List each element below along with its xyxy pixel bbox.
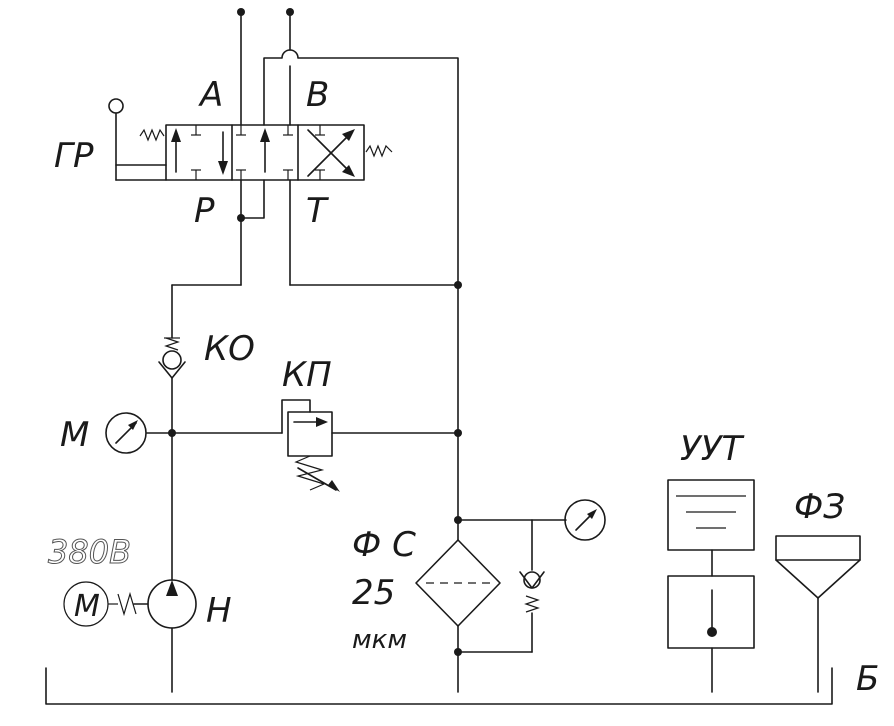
arrow-cross-icon [307, 133, 351, 177]
spring-icon [164, 337, 180, 351]
port-p-label: P [194, 191, 215, 231]
filter-label-line1: Ф С [352, 525, 416, 565]
filter [415, 499, 606, 627]
pressure-gauge [105, 412, 147, 454]
thermometer-body [667, 575, 755, 649]
junction-dots [168, 8, 462, 656]
motor-label: M [74, 589, 100, 624]
ball-icon [162, 350, 182, 370]
pump-label: Н [206, 591, 232, 631]
valve-label: ГР [54, 136, 94, 176]
labels: ГР A B P T КО КП M 380В M Н Ф С 25 мкм У… [48, 75, 880, 699]
relief-body [287, 411, 333, 457]
voltage-label: 380В [48, 533, 131, 571]
level-gauge [667, 479, 755, 649]
check-valve-label: КО [204, 329, 255, 369]
breather-filter [775, 535, 861, 599]
valve-body [165, 124, 365, 181]
breather-filter-label: ФЗ [794, 487, 845, 527]
filter-label-line3: мкм [352, 625, 407, 655]
pump-motor [63, 579, 197, 629]
gauge-icon [564, 499, 606, 541]
port-b-label: B [306, 75, 329, 115]
breather-icon [775, 535, 861, 599]
ball-icon [523, 571, 541, 589]
relief-valve [281, 399, 340, 492]
tank-label: Б [856, 659, 879, 699]
level-gauge-label: УУТ [680, 429, 744, 469]
filter-label-line2: 25 [352, 573, 395, 613]
filter-icon [415, 539, 501, 627]
spring-icon [139, 128, 165, 142]
spring-icon [365, 144, 393, 158]
gauge-icon [105, 412, 147, 454]
directional-valve [108, 98, 393, 181]
level-indicator [667, 479, 755, 551]
port-a-label: A [198, 75, 223, 115]
gauge-label: M [60, 415, 89, 455]
port-t-label: T [306, 191, 329, 231]
relief-valve-label: КП [282, 355, 332, 395]
adjust-arrow-icon [297, 467, 337, 491]
lever-knob-icon [108, 98, 124, 114]
check-valve [158, 337, 186, 379]
arrow-cross-icon [307, 129, 351, 173]
